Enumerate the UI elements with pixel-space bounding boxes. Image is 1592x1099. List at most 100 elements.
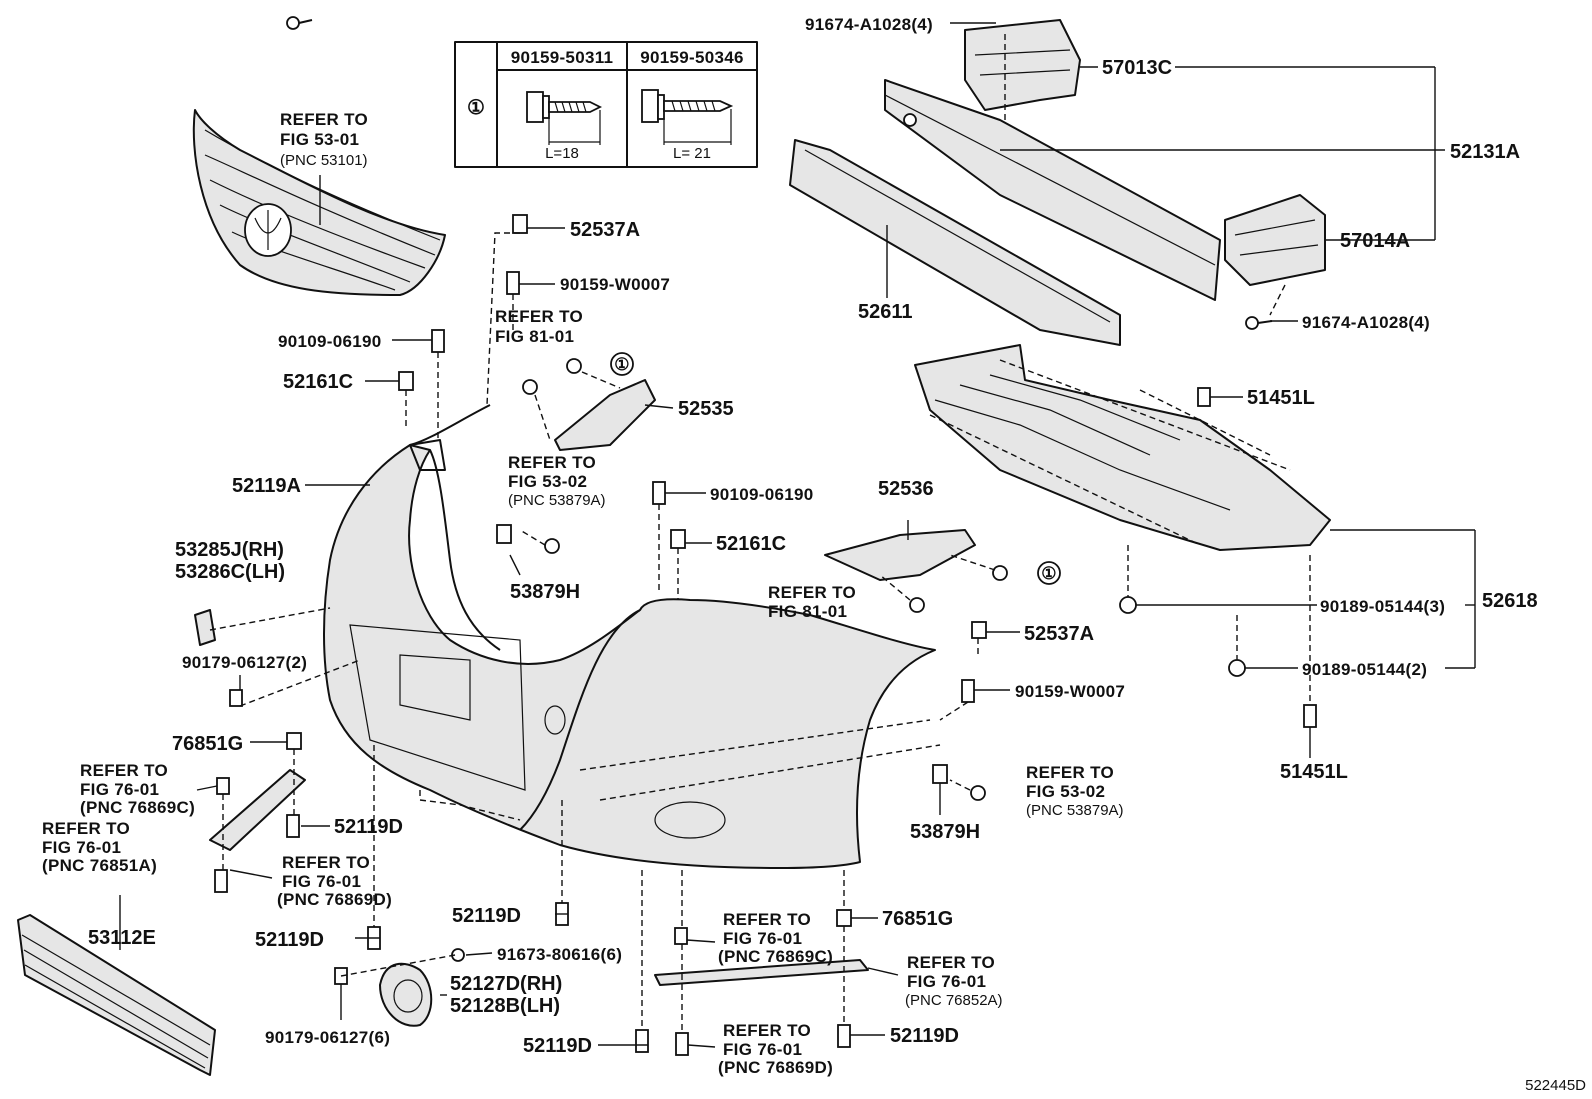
part-label: 90109-06190 [278,332,382,351]
part-label: 90189-05144(3) [1320,597,1445,616]
part-label: 57014A [1340,230,1410,252]
clip-icon [286,732,302,750]
svg-text:REFER TO: REFER TO [1026,763,1114,782]
bolt-icon [526,91,603,145]
under-cover-part [914,344,1331,551]
nut-icon [1119,596,1137,614]
part-label: 52131A [1450,141,1520,163]
fog-cover-part [379,962,433,1027]
bolt-icon [641,89,734,145]
bolt-icon [286,16,313,30]
refer-note-grille: REFER TO FIG 53-01 (PNC 53101) [280,110,368,169]
part-label: 52161C [283,371,353,393]
svg-text:(PNC 53879A): (PNC 53879A) [1026,802,1124,819]
screw-icon [506,271,520,295]
svg-text:①: ① [614,355,630,374]
leader-lines [119,22,1476,1048]
part-label: 90159-W0007 [560,275,670,294]
part-label: 91673-80616(6) [497,945,622,964]
refer-note-fig76-a: REFER TO FIG 76-01 (PNC 76869C) [80,761,195,817]
refer-note-fig76-f: REFER TO FIG 76-01 (PNC 76869D) [718,1021,833,1077]
screw-icon [635,1029,649,1053]
clip-icon [1303,704,1317,728]
part-label: 91674-A1028(4) [1302,313,1430,332]
svg-text:FIG 76-01: FIG 76-01 [42,838,121,857]
part-label: 53879H [510,581,580,603]
refer-note-fig76-e: REFER TO FIG 76-01 (PNC 76852A) [905,953,1003,1009]
part-label: 52618 [1482,590,1538,612]
clip-icon [674,927,688,945]
refer-note-fig53-a: REFER TO FIG 53-02 (PNC 53879A) [508,453,606,509]
svg-text:REFER TO: REFER TO [723,910,811,929]
bumper-reinforcement-part [884,79,1221,301]
svg-text:FIG 76-01: FIG 76-01 [282,872,361,891]
part-label: 52119D [890,1025,959,1047]
bolt-icon [909,597,925,613]
screw-icon [286,814,300,838]
part-label: 76851G [882,908,953,930]
part-label: 76851G [172,733,243,755]
part-label: 52611 [858,301,913,323]
screw-icon [566,358,582,374]
bracket-57013c-part [964,19,1081,111]
part-label: 57013C [1102,57,1172,79]
screw-icon [970,785,986,801]
legend-col2-part: 90159-50346 [640,48,744,67]
svg-text:REFER TO: REFER TO [768,583,856,602]
part-label: 53112E [88,927,156,949]
bolt-icon [652,481,666,505]
svg-text:REFER TO: REFER TO [907,953,995,972]
screw-icon [837,1024,851,1048]
refer-note-fig76-b: REFER TO FIG 76-01 (PNC 76851A) [42,819,157,875]
clip-icon [512,214,528,234]
part-label: 52537A [570,219,640,241]
svg-text:(PNC 76851A): (PNC 76851A) [42,856,157,875]
part-label: 52119D [255,929,324,951]
part-label: 53285J(RH) [175,539,284,561]
clip-icon [398,371,414,391]
clip-icon [229,689,243,707]
svg-text:FIG 81-01: FIG 81-01 [768,602,847,621]
bolt-icon [1245,316,1273,330]
part-label: 90179-06127(2) [182,653,307,672]
svg-text:(PNC 76869C): (PNC 76869C) [80,798,195,817]
side-bracket-52535-part [554,379,656,451]
svg-text:REFER TO: REFER TO [282,853,370,872]
svg-text:REFER TO: REFER TO [508,453,596,472]
lower-grille-part [17,914,216,1076]
part-label: 52536 [878,478,934,500]
part-label: 90179-06127(6) [265,1028,390,1047]
svg-text:REFER TO: REFER TO [280,110,368,129]
svg-text:(PNC 53879A): (PNC 53879A) [508,492,606,509]
part-label: 51451L [1247,387,1315,409]
legend-col1-length: L=18 [545,145,579,162]
part-label: 52128B(LH) [450,995,560,1017]
screw-icon [675,1032,689,1056]
svg-text:(PNC 76869C): (PNC 76869C) [718,947,833,966]
screw-icon [214,869,228,893]
svg-text:(PNC 76869D): (PNC 76869D) [718,1058,833,1077]
circled-ref: ① [610,352,634,376]
bolt-icon [522,379,538,395]
svg-text:(PNC 53101): (PNC 53101) [280,152,368,169]
part-label: 52535 [678,398,734,420]
circled-ref: ① [1037,561,1061,585]
part-label: 53879H [910,821,980,843]
svg-text:FIG 76-01: FIG 76-01 [80,780,159,799]
refer-note-fig53-b: REFER TO FIG 53-02 (PNC 53879A) [1026,763,1124,819]
energy-absorber-part [789,139,1121,346]
svg-text:FIG 81-01: FIG 81-01 [495,327,574,346]
svg-text:FIG 76-01: FIG 76-01 [907,972,986,991]
side-bracket-52536-part [824,529,976,581]
clip-icon [496,524,512,544]
part-label: 91674-A1028(4) [805,15,933,34]
clip-icon [836,909,852,927]
bolt-icon [431,329,445,353]
svg-text:REFER TO: REFER TO [495,307,583,326]
refer-note-fig81-b: REFER TO FIG 81-01 [768,583,856,621]
refer-note-fig76-d: REFER TO FIG 76-01 (PNC 76869C) [718,910,833,966]
bumper-cover-part [323,404,936,869]
svg-text:REFER TO: REFER TO [723,1021,811,1040]
lower-molding-part [654,959,869,986]
